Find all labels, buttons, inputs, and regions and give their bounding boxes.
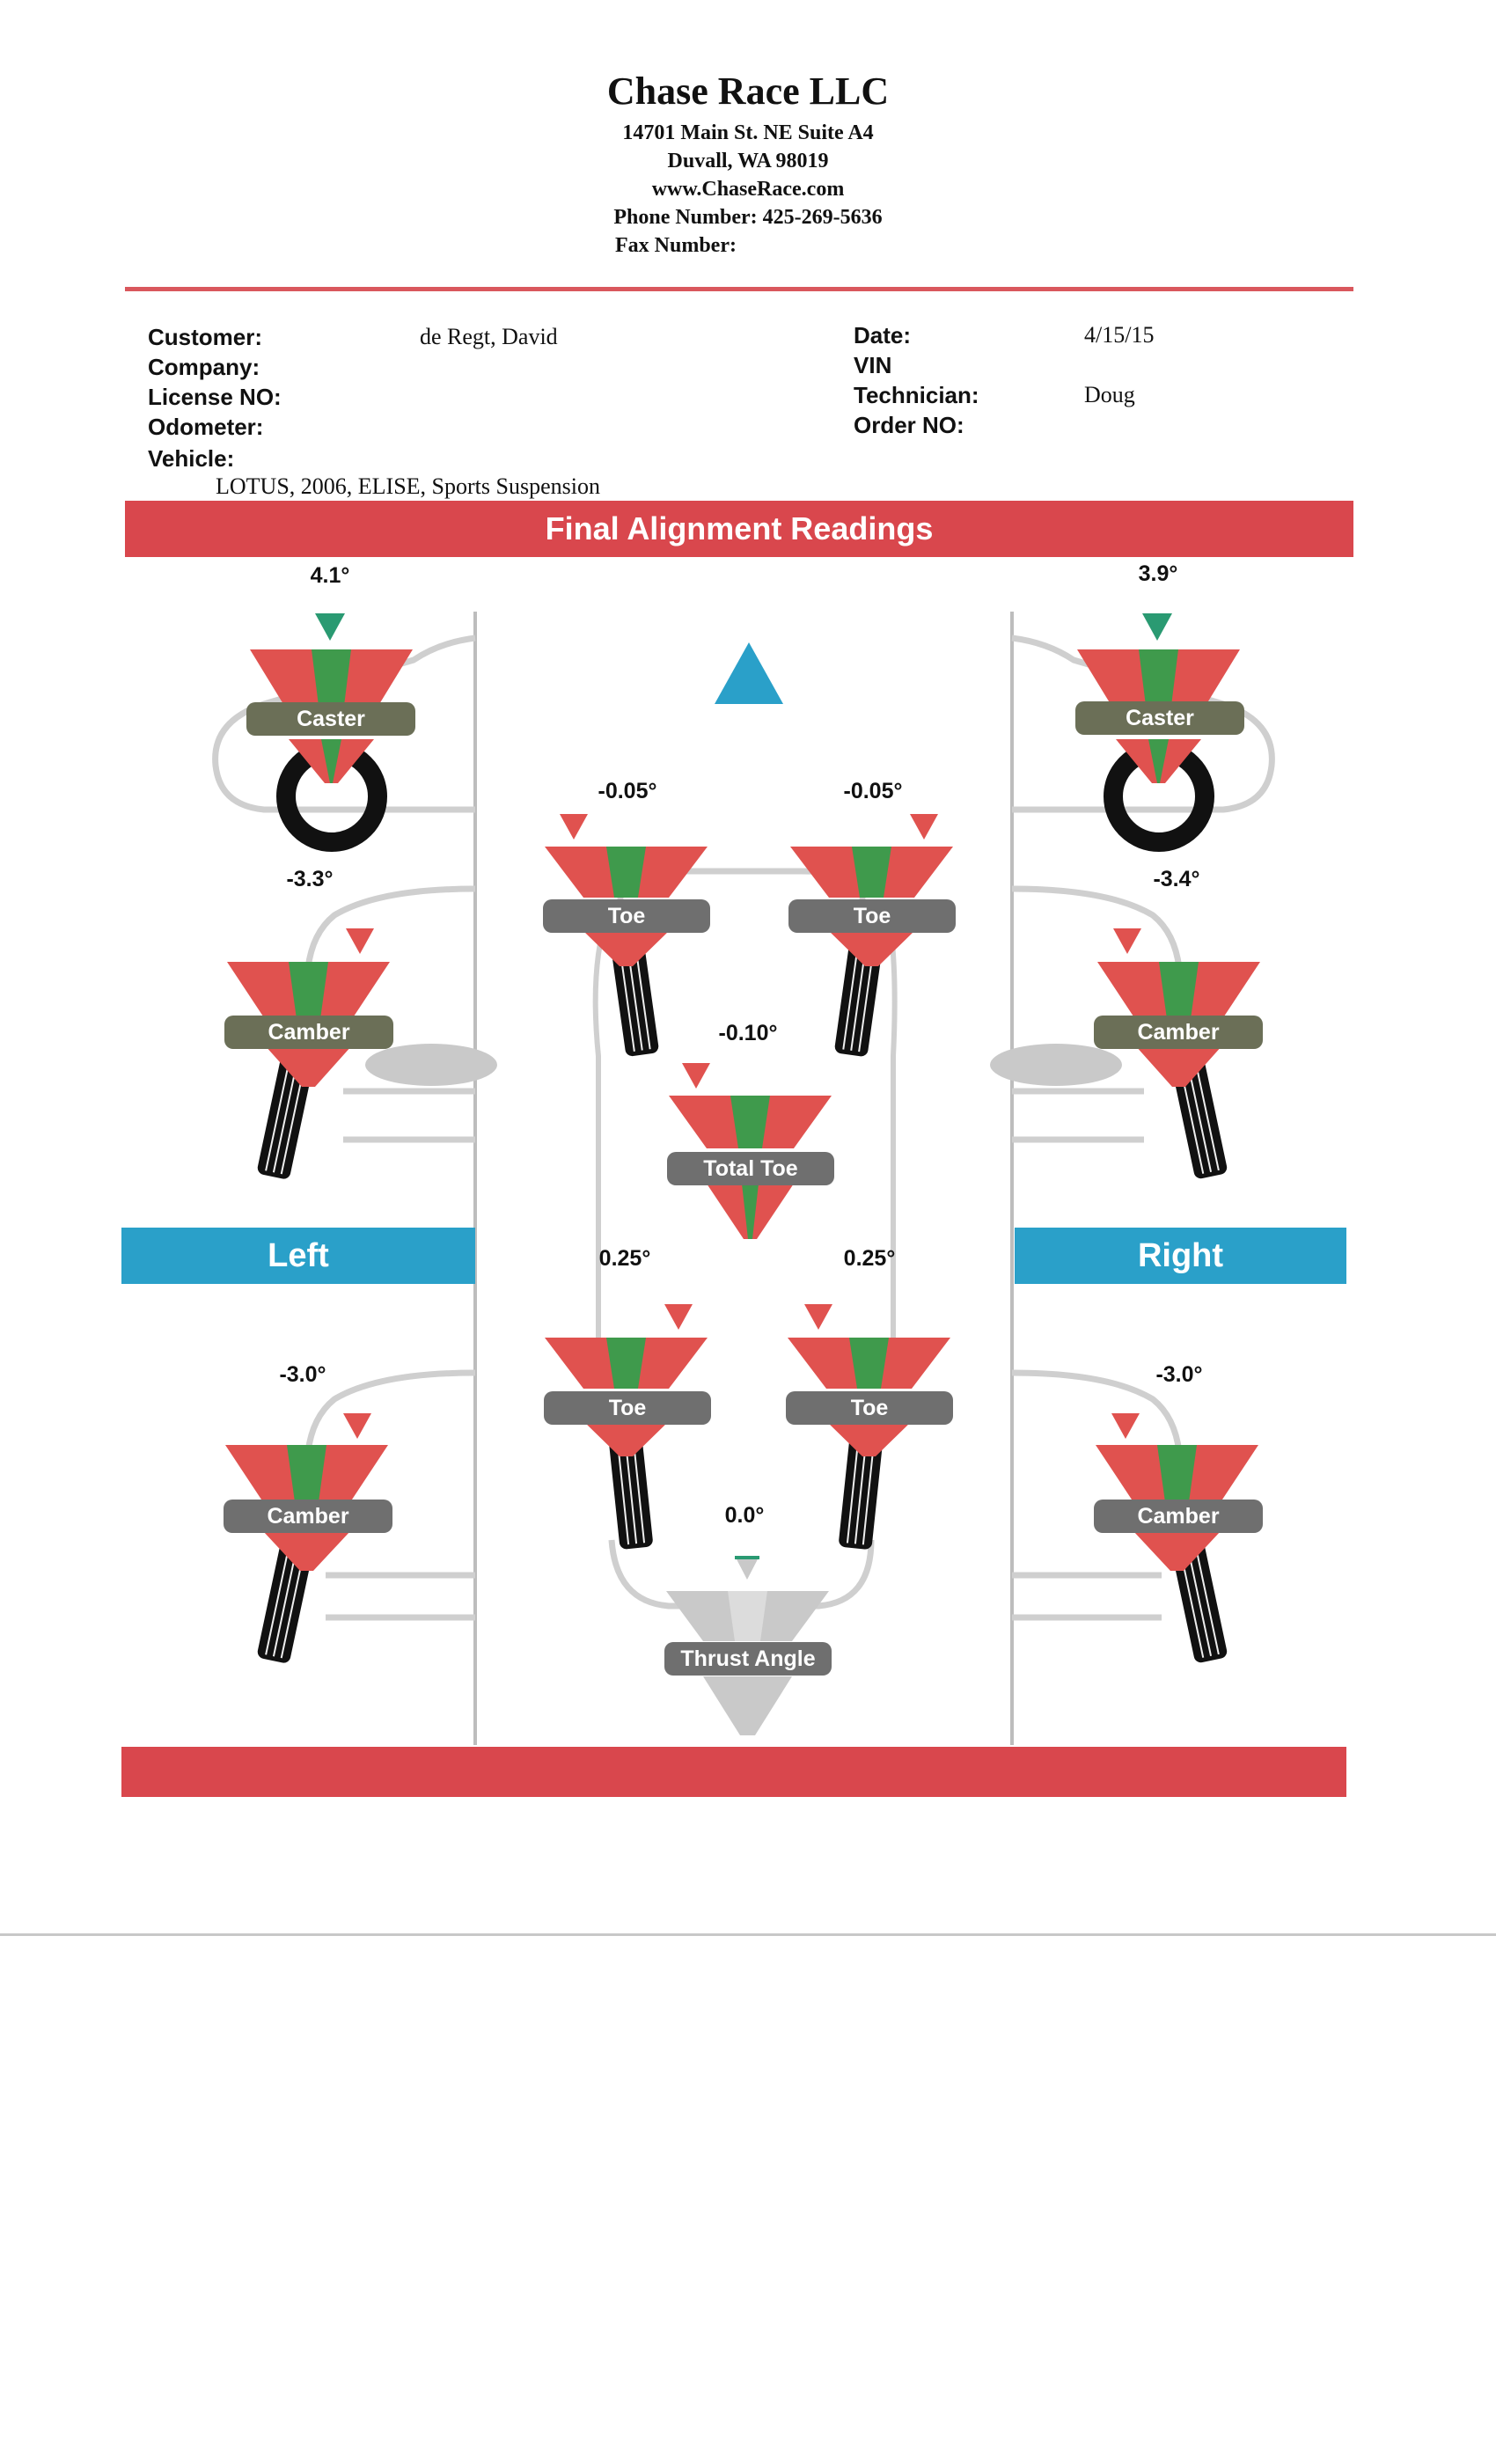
triangle-indicator-icon — [1142, 613, 1172, 641]
thrust-angle-gauge — [666, 1556, 829, 1735]
section-title-band: Final Alignment Readings — [125, 501, 1353, 557]
company-fax: Fax Number: — [615, 234, 737, 257]
left-side-band: Left — [121, 1228, 475, 1284]
alignment-diagram — [212, 612, 1275, 1745]
triangle-indicator-icon — [735, 1556, 759, 1580]
toe-gauge-rear-left — [545, 1304, 708, 1456]
triangle-indicator-icon — [1111, 1413, 1140, 1439]
vin-label: VIN — [854, 352, 892, 378]
camber-front-right-reading: -3.4° — [1153, 867, 1200, 891]
caster-gauge-left — [250, 613, 413, 783]
triangle-indicator-icon — [1113, 928, 1141, 954]
camber-rear-right-reading: -3.0° — [1155, 1362, 1203, 1387]
license-label: License NO: — [148, 384, 282, 410]
company-website: www.ChaseRace.com — [651, 178, 845, 201]
toe-rear-right-reading: 0.25° — [843, 1246, 896, 1271]
document-page: Chase Race LLC 14701 Main St. NE Suite A… — [121, 70, 1353, 1797]
forward-arrow-icon — [715, 642, 783, 704]
toe-rear-right-label: Toe — [786, 1391, 953, 1425]
triangle-indicator-icon — [664, 1304, 693, 1330]
triangle-indicator-icon — [315, 613, 345, 641]
thrust-angle-label: Thrust Angle — [664, 1642, 832, 1676]
camber-rear-left-reading: -3.0° — [279, 1362, 326, 1387]
camber-gauge-rear-left — [225, 1413, 388, 1571]
total-toe-label: Total Toe — [667, 1152, 834, 1185]
camber-front-left-reading: -3.3° — [286, 867, 334, 891]
caster-left-reading: 4.1° — [310, 563, 350, 588]
thrust-angle-reading: 0.0° — [724, 1503, 765, 1528]
triangle-indicator-icon — [346, 928, 374, 954]
total-toe-gauge — [669, 1063, 832, 1239]
right-side-band: Right — [1015, 1228, 1346, 1284]
triangle-indicator-icon — [682, 1063, 710, 1089]
toe-gauge-rear-right — [788, 1304, 950, 1456]
caster-gauge-right — [1077, 613, 1240, 783]
caster-right-reading: 3.9° — [1138, 561, 1178, 586]
order-label: Order NO: — [854, 412, 964, 438]
date-label: Date: — [854, 322, 912, 348]
caster-right-label: Caster — [1075, 701, 1244, 735]
camber-front-left-label: Camber — [224, 1016, 393, 1049]
company-name: Chase Race LLC — [606, 70, 890, 113]
camber-gauge-rear-right — [1096, 1413, 1258, 1571]
date-value: 4/15/15 — [1084, 322, 1155, 348]
technician-value: Doug — [1084, 382, 1135, 407]
camber-rear-left-label: Camber — [224, 1500, 392, 1533]
camber-gauge-front-left — [227, 928, 390, 1087]
triangle-indicator-icon — [343, 1413, 371, 1439]
toe-rear-left-reading: 0.25° — [598, 1246, 651, 1271]
vehicle-value: LOTUS, 2006, ELISE, Sports Suspension — [216, 473, 600, 499]
toe-front-left-reading: -0.05° — [598, 779, 657, 803]
toe-front-right-label: Toe — [788, 899, 956, 933]
toe-gauge-front-right — [790, 814, 953, 966]
toe-gauge-front-left — [545, 814, 708, 966]
triangle-indicator-icon — [910, 814, 938, 840]
odometer-label: Odometer: — [148, 414, 264, 440]
vehicle-label: Vehicle: — [148, 445, 235, 472]
camber-gauge-front-right — [1097, 928, 1260, 1087]
triangle-indicator-icon — [560, 814, 588, 840]
camber-front-right-label: Camber — [1094, 1016, 1263, 1049]
company-phone: Phone Number: 425-269-5636 — [613, 206, 883, 229]
camber-rear-right-label: Camber — [1094, 1500, 1263, 1533]
page-edge — [0, 1933, 1496, 1936]
company-address1: 14701 Main St. NE Suite A4 — [622, 121, 874, 144]
toe-front-right-reading: -0.05° — [843, 779, 903, 803]
caster-left-label: Caster — [246, 702, 415, 736]
triangle-indicator-icon — [804, 1304, 832, 1330]
footer-band — [121, 1747, 1346, 1797]
company-label: Company: — [148, 354, 260, 380]
customer-value: de Regt, David — [420, 324, 558, 349]
toe-front-left-label: Toe — [543, 899, 710, 933]
customer-label: Customer: — [148, 324, 263, 350]
total-toe-reading: -0.10° — [718, 1021, 778, 1045]
toe-rear-left-label: Toe — [544, 1391, 711, 1425]
technician-label: Technician: — [854, 382, 979, 408]
company-address2: Duvall, WA 98019 — [667, 150, 829, 172]
header-divider — [125, 287, 1353, 291]
